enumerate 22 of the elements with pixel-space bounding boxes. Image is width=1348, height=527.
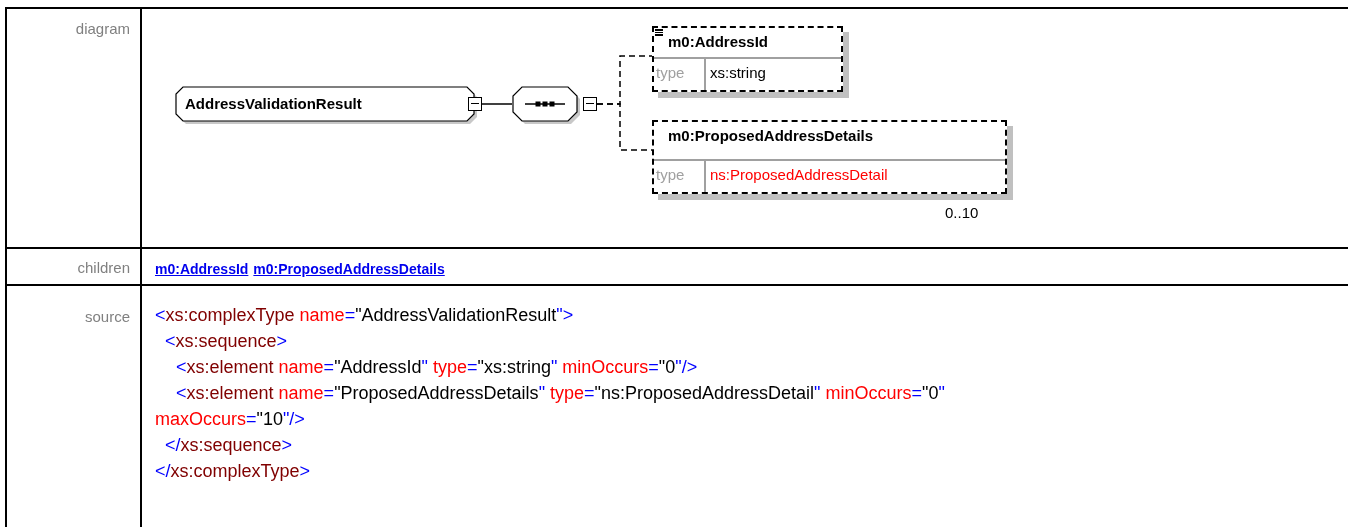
link: m0:AddressId: [155, 261, 249, 277]
code-line: </xs:complexType>: [155, 460, 312, 483]
type-label: type: [656, 166, 685, 183]
element-box: [175, 86, 482, 122]
element-name: AddressValidationResult: [185, 95, 362, 112]
type-value: xs:string: [710, 64, 766, 81]
link: m0:ProposedAddressDetails: [253, 261, 445, 277]
row-header: children: [76, 259, 130, 276]
sequence-compositor: [512, 86, 597, 122]
element-name: m0:AddressId: [668, 33, 769, 50]
code-line: </xs:sequence>: [164, 434, 294, 457]
code-line: <xs:sequence>: [164, 330, 289, 353]
row-header: diagram: [74, 20, 130, 37]
code-line: <xs:element name="ProposedAddressDetails" type="ns:ProposedAddressDetail" minOccurs="0" maxOccurs="10"/>: [155, 382, 946, 431]
type-value: ns:ProposedAddressDetail: [710, 166, 888, 183]
element-name: m0:ProposedAddressDetails: [668, 127, 874, 144]
type-label: type: [656, 64, 685, 81]
cardinality-label: 0..10: [945, 204, 979, 221]
connector-line: [481, 103, 513, 105]
row-header: source: [83, 308, 130, 325]
code-line: <xs:complexType name="AddressValidationResult">: [155, 304, 575, 327]
code-line: <xs:element name="AddressId" type="xs:string" minOccurs="0"/>: [175, 356, 699, 379]
